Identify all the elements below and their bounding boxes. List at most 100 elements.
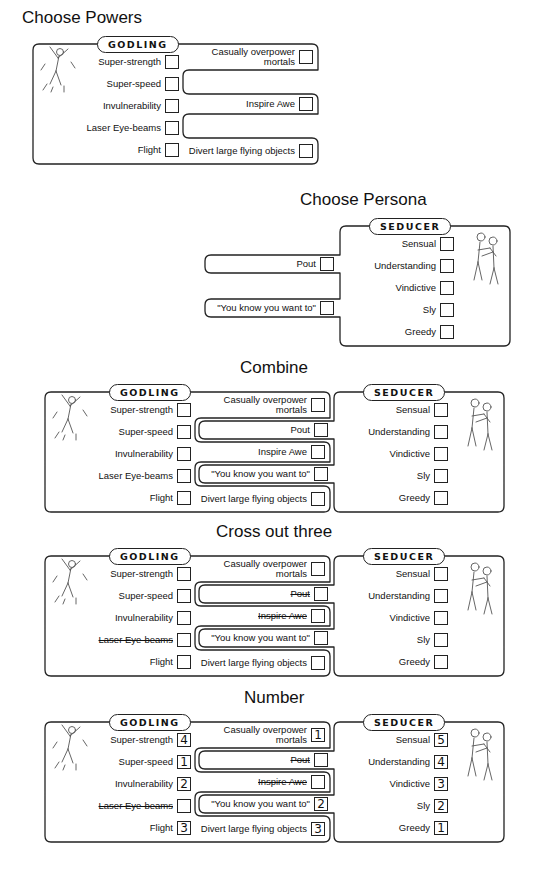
rank-number: 2 [434, 799, 448, 813]
power-label: Super-strength [36, 57, 161, 67]
flying-hero-sketch [53, 559, 87, 604]
powers-card: GODLINGSuper-strengthSuper-speedInvulner… [45, 392, 330, 512]
checkbox [177, 403, 191, 417]
card-outline [205, 226, 510, 346]
persona-label: "You know you want to" [212, 303, 316, 313]
power-label: Invulnerability [48, 779, 173, 789]
checkbox [434, 633, 448, 647]
checkbox [434, 655, 448, 669]
checkbox [314, 753, 328, 767]
step-heading: Choose Powers [22, 8, 142, 28]
powers-card: GODLINGSuper-strengthSuper-speedInvulner… [45, 556, 330, 676]
persona-label: Sensual [341, 239, 436, 249]
step-heading: Cross out three [216, 522, 332, 542]
checkbox [177, 469, 191, 483]
persona-label: Vindictive [335, 613, 430, 623]
checkbox [434, 447, 448, 461]
checkbox [177, 799, 191, 813]
power-label: Laser Eye-beams [48, 801, 173, 811]
step-heading: Choose Persona [300, 190, 427, 210]
persona-label: Greedy [341, 327, 436, 337]
checkbox [434, 469, 448, 483]
checkbox [320, 257, 334, 271]
rank-number: 4 [177, 733, 191, 747]
rank-number: 3 [177, 821, 191, 835]
powers-card: GODLINGSuper-strengthSuper-speedInvulner… [33, 44, 318, 164]
checkbox [311, 398, 325, 412]
power-label: Casually overpower mortals [199, 395, 307, 415]
power-label: Inspire Awe [199, 447, 307, 457]
checkbox [165, 99, 179, 113]
power-label: Invulnerability [36, 101, 161, 111]
checkbox [165, 143, 179, 157]
checkbox [311, 775, 325, 789]
step-heading: Combine [240, 358, 308, 378]
persona-label: Greedy [335, 493, 430, 503]
card-title-tab: GODLING [97, 36, 179, 53]
power-label: Casually overpower mortals [199, 725, 307, 745]
checkbox [177, 425, 191, 439]
checkbox [311, 492, 325, 506]
checkbox [177, 589, 191, 603]
persona-label: Understanding [335, 757, 430, 767]
persona-label: Vindictive [335, 779, 430, 789]
rank-number: 1 [311, 728, 325, 742]
checkbox [440, 259, 454, 273]
checkbox [434, 567, 448, 581]
flying-hero-sketch [41, 47, 75, 92]
embracing-couple-sketch [474, 233, 498, 284]
power-label: Flight [36, 145, 161, 155]
power-label: Inspire Awe [199, 777, 307, 787]
checkbox [320, 301, 334, 315]
card-title-tab: SEDUCER [363, 548, 445, 565]
checkbox [314, 423, 328, 437]
persona-label: Sly [335, 635, 430, 645]
power-label: Laser Eye-beams [48, 635, 173, 645]
persona-label: Pout [206, 589, 310, 599]
checkbox [440, 325, 454, 339]
power-label: Divert large flying objects [199, 658, 307, 668]
persona-label: Sly [335, 471, 430, 481]
checkbox [299, 144, 313, 158]
embracing-couple-sketch [468, 729, 492, 780]
checkbox [434, 589, 448, 603]
power-label: Divert large flying objects [199, 824, 307, 834]
power-label: Casually overpower mortals [187, 47, 295, 67]
checkbox [177, 491, 191, 505]
rank-number: 5 [434, 733, 448, 747]
persona-label: Pout [206, 755, 310, 765]
checkbox [314, 587, 328, 601]
persona-label: "You know you want to" [206, 799, 310, 809]
checkbox [434, 403, 448, 417]
power-label: Laser Eye-beams [48, 471, 173, 481]
checkbox [177, 447, 191, 461]
flying-hero-sketch [53, 725, 87, 770]
power-label: Flight [48, 823, 173, 833]
checkbox [299, 97, 313, 111]
power-label: Super-speed [48, 591, 173, 601]
persona-label: "You know you want to" [206, 633, 310, 643]
persona-label: Pout [206, 425, 310, 435]
embracing-couple-sketch [468, 563, 492, 614]
power-label: Casually overpower mortals [199, 559, 307, 579]
checkbox [440, 237, 454, 251]
power-label: Super-speed [48, 427, 173, 437]
persona-label: Sly [341, 305, 436, 315]
persona-label: Sensual [335, 735, 430, 745]
card-title-tab: SEDUCER [363, 384, 445, 401]
power-label: Invulnerability [48, 613, 173, 623]
checkbox [177, 655, 191, 669]
persona-label: Pout [212, 259, 316, 269]
persona-label: Sly [335, 801, 430, 811]
checkbox [165, 77, 179, 91]
persona-label: Sensual [335, 569, 430, 579]
checkbox [314, 467, 328, 481]
checkbox [440, 281, 454, 295]
powers-card: GODLINGSuper-strength4Super-speed1Invuln… [45, 722, 330, 842]
card-title-tab: SEDUCER [363, 714, 445, 731]
checkbox [311, 609, 325, 623]
persona-label: "You know you want to" [206, 469, 310, 479]
power-label: Super-speed [36, 79, 161, 89]
rank-number: 2 [314, 797, 328, 811]
